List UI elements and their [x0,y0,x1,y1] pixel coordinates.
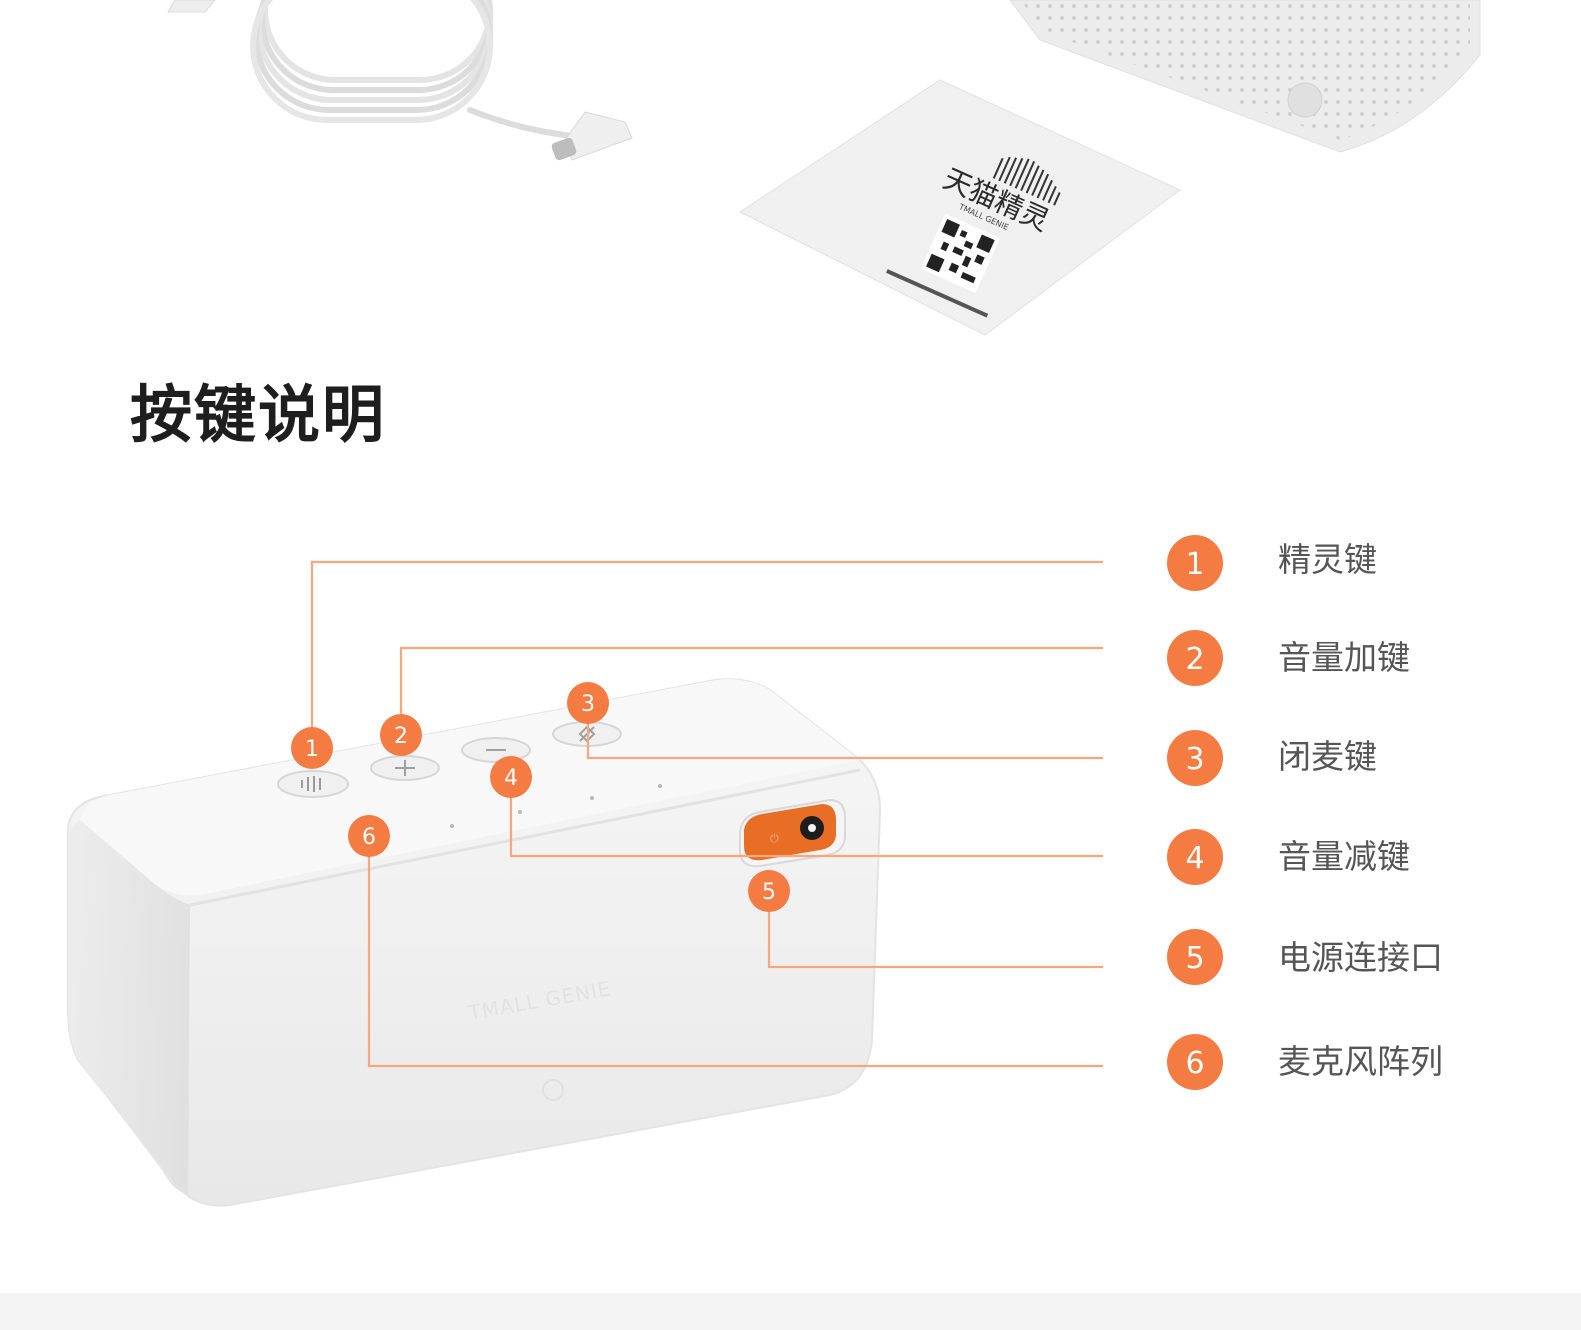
genie-wave-icon [301,776,321,792]
marker-3: 3 [567,682,609,724]
svg-text:2: 2 [1185,642,1204,677]
marker-1: 1 [291,727,333,769]
legend-badge-6: 6 [1167,1034,1223,1090]
svg-text:⏻: ⏻ [770,832,779,845]
section-title: 按键说明 [130,378,387,451]
svg-text:3: 3 [1185,742,1204,777]
mic-hole [658,784,662,788]
legend-badge-1: 1 [1167,535,1223,591]
callout-lines [310,560,1103,1068]
footer-band [0,1293,1581,1330]
mic-hole [590,796,594,800]
svg-text:1: 1 [1185,547,1204,582]
svg-text:5: 5 [762,880,776,905]
svg-text:4: 4 [504,766,518,791]
callout-line-1 [310,560,1103,730]
mic-hole [450,824,454,828]
legend-badge-3: 3 [1167,730,1223,786]
legend-badges: 1 2 3 4 5 6 [1167,535,1223,1090]
legend-label-mic-mute: 闭麦键 [1278,737,1377,776]
callout-line-6 [367,856,1103,1068]
marker-4: 4 [490,756,532,798]
indicator-ring-icon [542,1079,564,1101]
callout-line-4 [509,795,1103,858]
svg-text:1: 1 [305,737,319,762]
svg-text:3: 3 [581,692,595,717]
svg-text:2: 2 [394,724,408,749]
coiled-power-cable [167,0,633,161]
legend-label-volume-up: 音量加键 [1278,638,1410,677]
marker-5: 5 [748,870,790,912]
device-markers: 1 2 3 4 5 6 [291,682,790,912]
speaker-device-illustration: ⏻ TMALL GENIE [67,678,882,1207]
svg-text:6: 6 [362,825,376,850]
plus-icon [395,760,415,776]
mic-hole [518,810,522,814]
legend-label-volume-down: 音量减键 [1278,837,1410,876]
marker-2: 2 [380,714,422,756]
legend-label-power-port: 电源连接口 [1278,938,1443,977]
callout-line-3 [586,722,1103,760]
svg-text:4: 4 [1185,841,1204,876]
instruction-leaflet: 天猫精灵 TMALL GENIE [739,79,1181,336]
callout-line-2 [399,646,1103,718]
legend-label-genie-key: 精灵键 [1278,540,1377,579]
svg-text:6: 6 [1185,1046,1204,1081]
speaker-top-view [1009,0,1481,153]
qr-code-icon [920,213,1000,293]
legend-badge-5: 5 [1167,929,1223,985]
legend-label-mic-array: 麦克风阵列 [1278,1042,1443,1081]
legend-badge-4: 4 [1167,829,1223,885]
legend-badge-2: 2 [1167,630,1223,686]
svg-text:5: 5 [1185,941,1204,976]
callout-line-5 [767,910,1103,969]
marker-6: 6 [348,815,390,857]
power-port: ⏻ [739,798,846,868]
